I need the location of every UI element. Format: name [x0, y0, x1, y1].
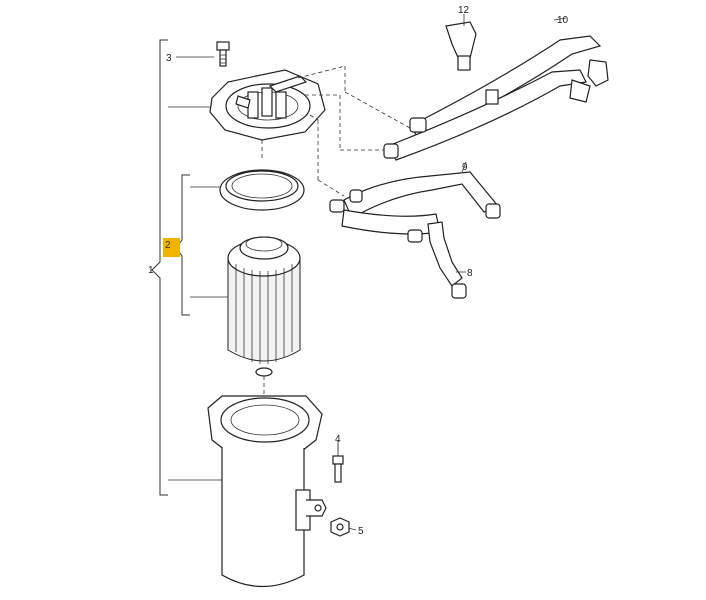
filter-cap-flange — [209, 65, 411, 197]
callout-5: 5 — [358, 526, 364, 537]
callout-8: 8 — [467, 268, 473, 279]
callout-3: 3 — [166, 53, 172, 64]
hose-assembly-upper — [383, 21, 609, 161]
filter-element — [227, 236, 301, 420]
callout-1: 1 — [148, 265, 154, 276]
callout-2: 2 — [165, 240, 171, 251]
seal-ring — [219, 169, 305, 211]
bracket-part-1 — [151, 39, 168, 496]
highlight-marker-part-2[interactable] — [163, 238, 180, 257]
hose-assembly-lower — [329, 171, 501, 299]
callout-9: 9 — [462, 162, 468, 173]
filter-housing — [207, 395, 327, 588]
callout-12: 12 — [458, 5, 470, 16]
leader-9 — [461, 161, 467, 173]
leader-10 — [553, 17, 567, 21]
bolt-part-3 — [216, 41, 230, 67]
callout-10: 10 — [557, 15, 569, 26]
callout-4: 4 — [335, 434, 341, 445]
nut-part-5 — [330, 517, 350, 537]
